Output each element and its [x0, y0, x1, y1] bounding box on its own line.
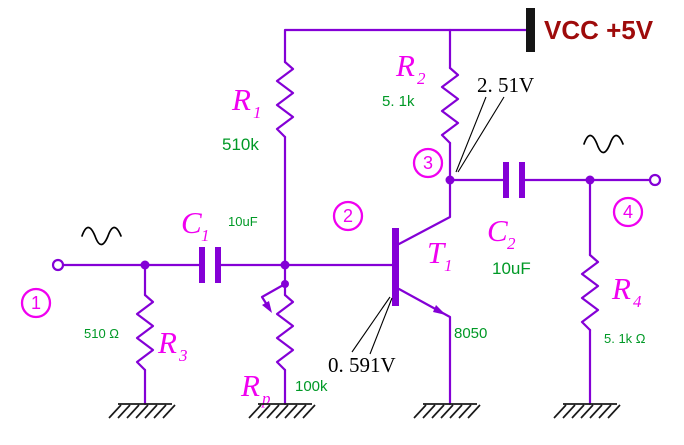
t1-emitter-arrow-icon: [433, 305, 446, 315]
ground-symbol: [108, 403, 176, 419]
output-sine-icon: [583, 134, 624, 154]
collector-voltage-label: 2. 51V: [477, 73, 534, 97]
node1-badge-icon: [20, 287, 52, 319]
collector-voltage-pointer: [457, 96, 505, 173]
r3-label: R: [157, 325, 177, 360]
rp-value: 100k: [295, 378, 328, 395]
t1-collector-wire: [397, 178, 452, 246]
base-voltage-section: 0. 591V: [328, 296, 396, 377]
r4-value: 5. 1k Ω: [604, 331, 646, 346]
c2-value: 10uF: [492, 259, 531, 278]
r3-value: 510 Ω: [84, 326, 119, 341]
node-dot: [280, 260, 290, 270]
node3-number: 3: [423, 153, 433, 173]
base-voltage-pointer: [351, 296, 391, 353]
input-sine-icon: [81, 226, 122, 246]
t1-emitter-wire: [397, 287, 452, 406]
input-section: 1: [20, 226, 201, 319]
r1-subscript: 1: [253, 103, 262, 122]
resistor-r4: R 4 5. 1k Ω: [553, 178, 646, 419]
rp-wiper-arrow-icon: [262, 301, 272, 313]
c2-plate-left-icon: [503, 162, 509, 198]
base-voltage-pointer: [369, 297, 393, 355]
base-voltage-label: 0. 591V: [328, 353, 396, 377]
vcc-bar-icon: [526, 8, 535, 52]
node2-number: 2: [343, 206, 353, 226]
rp-zigzag-icon: [275, 293, 295, 372]
r4-zigzag-icon: [580, 253, 600, 332]
output-section: 4: [583, 134, 662, 228]
resistor-r2: R 2 5. 1k: [382, 28, 460, 182]
t1-base-bar-icon: [392, 228, 399, 306]
resistor-r3: R 3 510 Ω: [84, 260, 188, 419]
capacitor-c1: C 1 10uF: [181, 205, 394, 283]
c1-plate-left-icon: [199, 247, 205, 283]
c2-subscript: 2: [507, 234, 516, 253]
node4-badge-icon: [612, 196, 644, 228]
node2-badge: 2: [332, 200, 364, 232]
ground-symbol: [553, 403, 621, 419]
rp-label: R: [240, 368, 260, 403]
collector-voltage-pointer: [455, 96, 487, 173]
r4-subscript: 4: [633, 292, 642, 311]
t1-value: 8050: [454, 325, 487, 342]
r4-label: R: [611, 271, 631, 306]
node-dot: [140, 260, 150, 270]
c1-plate-right-icon: [215, 247, 221, 283]
collector-node-section: 3 2. 51V: [412, 73, 534, 185]
node-dot: [281, 280, 289, 288]
c2-label: C: [487, 213, 508, 248]
input-terminal-icon: [51, 258, 65, 272]
r1-label: R: [231, 82, 251, 117]
c1-label: C: [181, 205, 202, 240]
capacitor-c2: C 2 10uF: [448, 162, 652, 278]
c2-plate-right-icon: [519, 162, 525, 198]
node4-number: 4: [623, 202, 633, 222]
r2-zigzag-icon: [440, 66, 460, 145]
potentiometer-rp: R p 100k: [240, 260, 328, 419]
c1-value: 10uF: [228, 214, 258, 229]
node2-badge-icon: [332, 200, 364, 232]
resistor-r1: R 1 510k: [222, 60, 295, 267]
r2-value: 5. 1k: [382, 93, 415, 110]
r3-subscript: 3: [178, 346, 188, 365]
power-rail: VCC +5V: [283, 8, 654, 64]
output-terminal-icon: [648, 173, 662, 187]
ground-symbol: [248, 403, 316, 419]
transistor-t1: T 1 8050: [392, 178, 487, 419]
vcc-label: VCC +5V: [544, 15, 654, 45]
t1-subscript: 1: [444, 256, 453, 275]
r2-subscript: 2: [417, 69, 426, 88]
t1-label: T: [427, 235, 447, 270]
r1-zigzag-icon: [275, 60, 295, 139]
rp-subscript: p: [261, 389, 271, 408]
node3-badge-icon: [412, 147, 444, 179]
ground-symbol: [413, 403, 481, 419]
r2-label: R: [395, 48, 415, 83]
node1-number: 1: [31, 293, 41, 313]
c1-subscript: 1: [201, 226, 210, 245]
vcc-rail-wire: [283, 28, 529, 64]
r1-value: 510k: [222, 135, 259, 154]
r3-zigzag-icon: [135, 293, 155, 372]
